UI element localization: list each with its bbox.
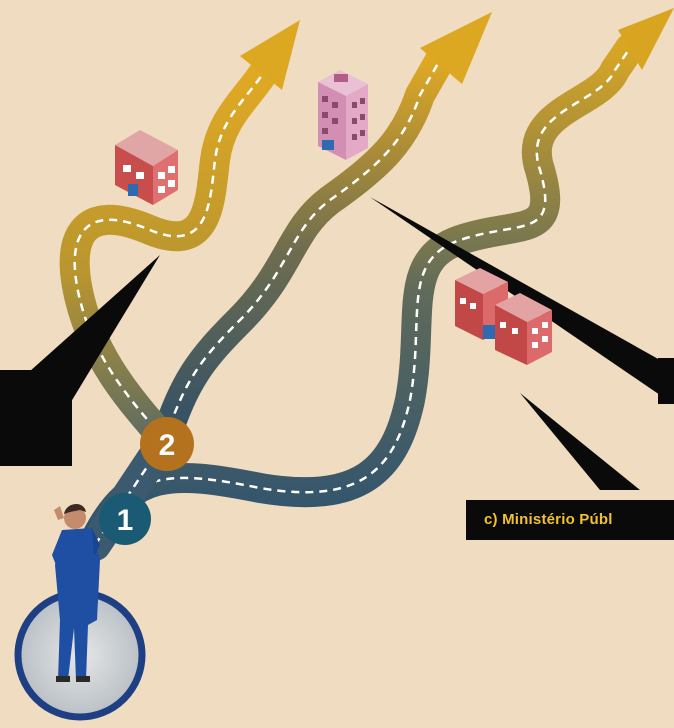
callout-box-left [0, 370, 72, 466]
badge-number: 1 [117, 504, 134, 537]
step-badge-1: 1 [99, 493, 151, 545]
building-icon [318, 70, 368, 160]
callout-box-middle [658, 358, 674, 404]
callout-text: c) Ministério Públ [484, 511, 613, 528]
step-badge-2: 2 [140, 417, 194, 471]
badge-number: 2 [159, 429, 176, 462]
callout-box-right: c) Ministério Públ [466, 500, 674, 540]
